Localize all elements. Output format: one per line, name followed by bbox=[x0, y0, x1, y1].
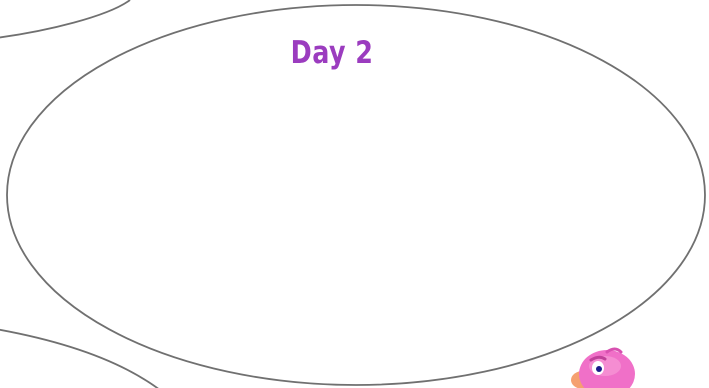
bottom-left-oval-frame bbox=[0, 328, 160, 388]
top-left-oval-frame bbox=[0, 0, 130, 40]
day-title: Day 2 bbox=[275, 30, 390, 76]
pink-bird-mascot-icon bbox=[555, 344, 655, 388]
